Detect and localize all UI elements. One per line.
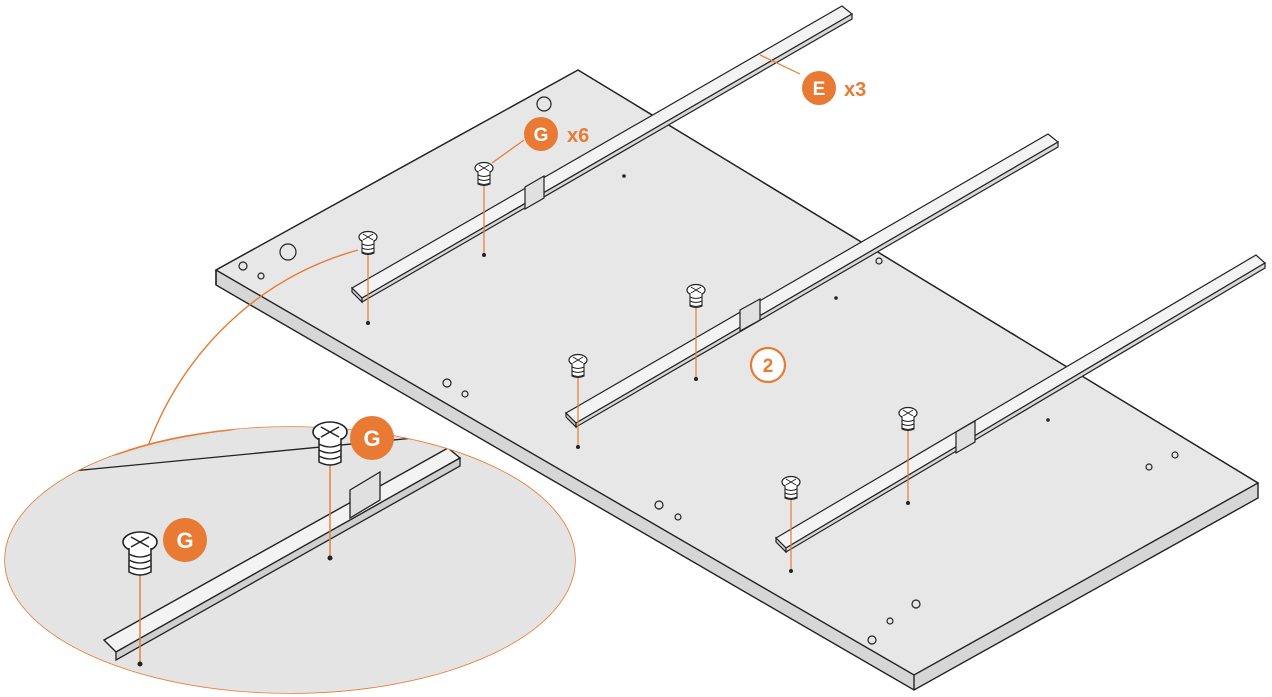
part-e-quantity: x3 (844, 79, 866, 101)
part-g-letter: G (534, 125, 549, 146)
part-e-letter: E (813, 79, 826, 100)
step-number-badge: 2 (749, 346, 787, 384)
part-g-quantity: x6 (567, 125, 589, 147)
detail-g-badge-lower: G (163, 518, 207, 562)
drawer-rail-3 (775, 254, 1267, 554)
cam-screws (358, 161, 918, 573)
detail-g-letter-upper: G (363, 426, 380, 451)
panel-holes (238, 96, 1179, 645)
step-number: 2 (763, 356, 774, 377)
detail-g-badge-upper: G (350, 416, 394, 460)
detail-g-letter-lower: G (176, 528, 193, 553)
part-g-badge: G x6 (524, 117, 589, 151)
pilot-holes (622, 174, 1050, 422)
part-e-badge: E x3 (802, 71, 866, 105)
detail-callout (4, 421, 576, 694)
